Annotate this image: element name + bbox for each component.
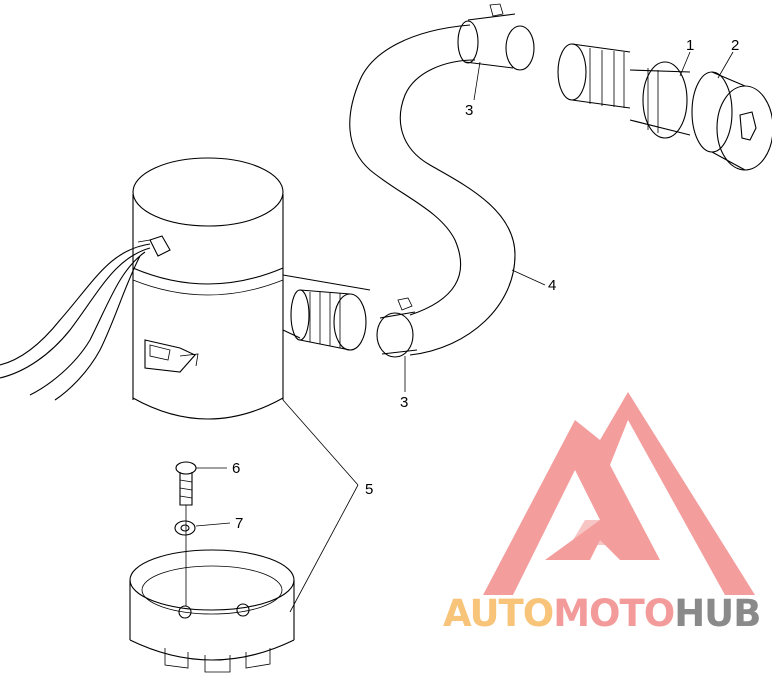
pump-base (129, 549, 295, 673)
watermark-moto: MOTO (553, 592, 674, 635)
watermark-triangle-mark (483, 392, 755, 595)
wire-harness (0, 235, 171, 401)
hose (349, 24, 516, 356)
washer (174, 520, 196, 536)
callout-6: 6 (232, 460, 240, 477)
callout-1: 1 (686, 37, 694, 54)
thru-hull-fitting (557, 43, 772, 171)
callout-3-upper: 3 (465, 102, 473, 119)
callout-2: 2 (731, 37, 739, 54)
pump-outlet (282, 274, 371, 351)
callout-7: 7 (235, 515, 243, 532)
watermark-text: AUTOMOTOHUB (443, 592, 760, 635)
hose-clamp-upper (457, 3, 535, 71)
watermark-logo (483, 392, 755, 595)
callout-3-lower: 3 (400, 394, 408, 411)
watermark-inner-g (570, 470, 640, 545)
callout-5: 5 (365, 481, 373, 498)
hose-clamp-lower (376, 297, 418, 358)
watermark-auto: AUTO (443, 592, 553, 635)
bilge-pump (132, 157, 284, 420)
watermark-hub: HUB (674, 592, 760, 635)
leader-lines (195, 51, 734, 613)
callout-4: 4 (548, 277, 556, 294)
